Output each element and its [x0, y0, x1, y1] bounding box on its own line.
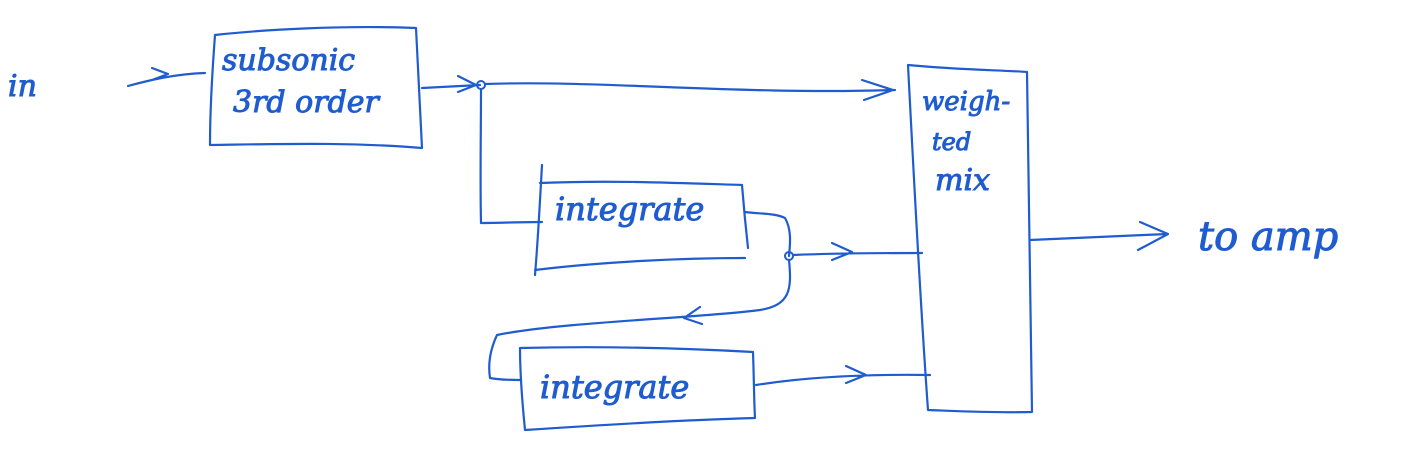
- input-label: in: [8, 69, 37, 104]
- filter-output-arrow: [420, 74, 482, 94]
- direct-path-arrow: [483, 78, 897, 102]
- integrator-1-label: integrate: [555, 190, 704, 228]
- filter-label-line1: subsonic: [222, 43, 355, 78]
- weighted-mix-box: [906, 63, 1034, 414]
- branch-to-integrator-2: [488, 258, 792, 382]
- filter-label-line2: 3rd order: [233, 85, 381, 120]
- input-arrow: [126, 66, 207, 88]
- integrator-2-to-mix-arrow: [754, 364, 932, 387]
- integrator-2-box: [518, 346, 757, 432]
- mix-label-line2: ted: [932, 128, 971, 156]
- integrator-1-output: [743, 210, 792, 258]
- integrator-2-label: integrate: [540, 368, 689, 406]
- mix-label-line3: mix: [935, 163, 990, 198]
- branch-to-integrator-1: [479, 87, 544, 225]
- integrator-1-to-mix-arrow: [791, 241, 924, 262]
- output-arrow: [1028, 220, 1170, 252]
- subsonic-filter-box: [208, 25, 424, 150]
- mix-label-line1: weigh-: [922, 87, 1010, 117]
- integrator-1-box: [533, 163, 750, 277]
- output-label: to amp: [1198, 214, 1338, 260]
